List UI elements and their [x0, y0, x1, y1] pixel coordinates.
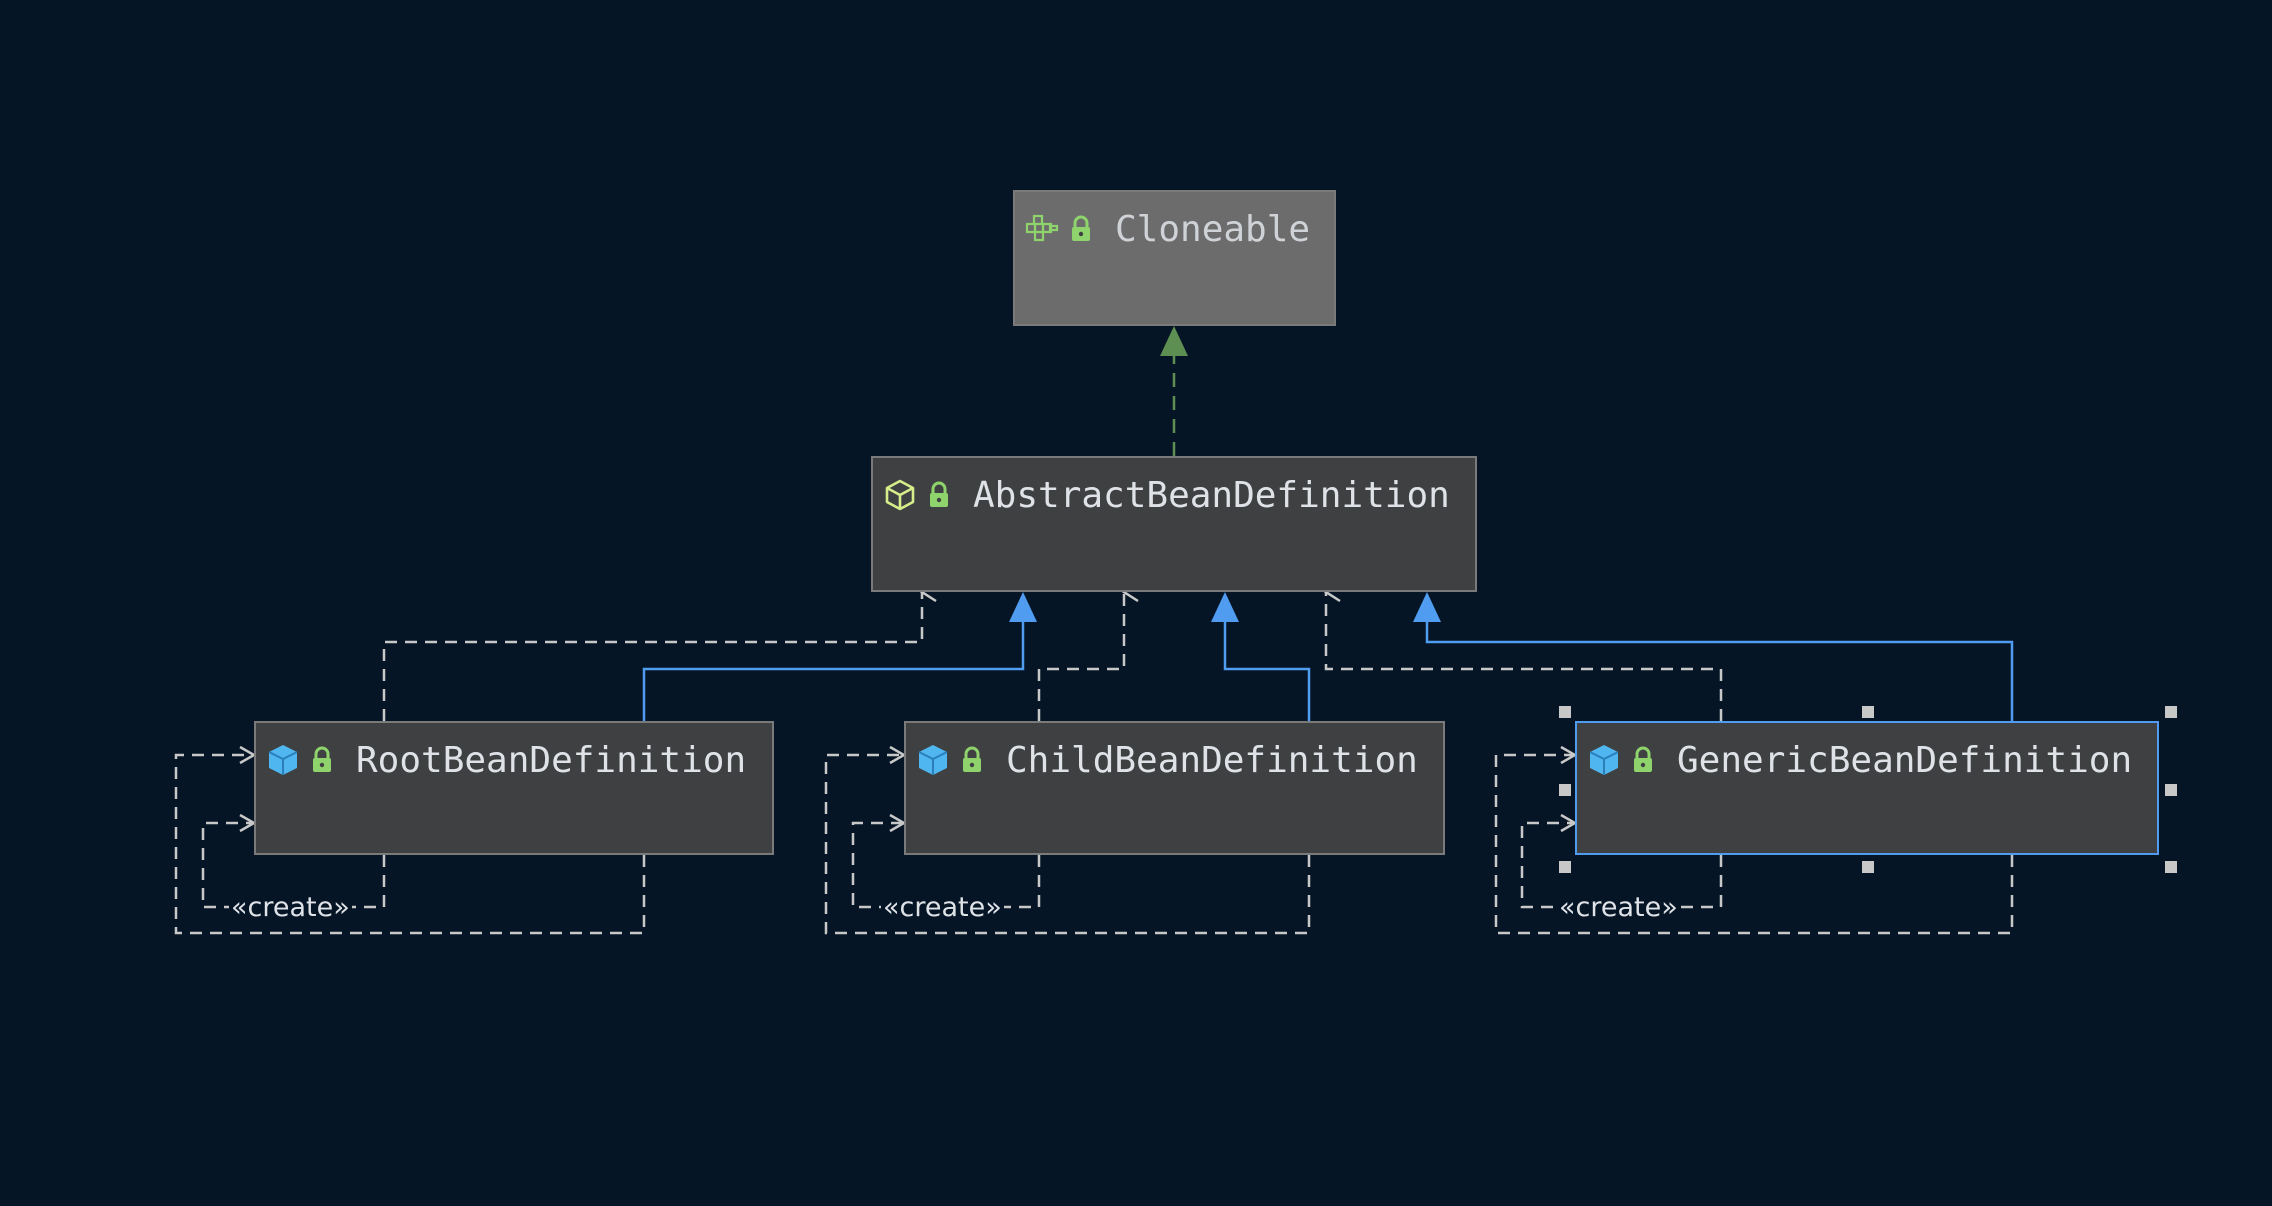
lock-icon — [310, 745, 334, 775]
resize-handle-bottom[interactable] — [1862, 861, 1874, 873]
lock-icon — [1631, 745, 1655, 775]
self-dependency-generic-create[interactable] — [1520, 823, 1723, 909]
resize-handle-top-left[interactable] — [1559, 706, 1571, 718]
node-cloneable[interactable]: Cloneable — [1013, 190, 1336, 326]
inheritance-root-to-abstract[interactable] — [642, 592, 1037, 721]
interface-icon — [1025, 212, 1059, 246]
realization-abstract-to-cloneable[interactable] — [1160, 326, 1188, 456]
node-header: Cloneable — [1015, 192, 1334, 266]
class-icon — [1587, 743, 1621, 777]
node-root-bean-definition[interactable]: RootBeanDefinition — [254, 721, 774, 855]
self-dependency-child-outer[interactable] — [824, 755, 1311, 935]
node-abstract-bean-definition[interactable]: AbstractBeanDefinition — [871, 456, 1477, 592]
node-generic-bean-definition[interactable]: GenericBeanDefinition — [1575, 721, 2159, 855]
resize-handle-bottom-left[interactable] — [1559, 861, 1571, 873]
node-name: AbstractBeanDefinition — [973, 474, 1450, 516]
resize-handle-left[interactable] — [1559, 784, 1571, 796]
node-name: RootBeanDefinition — [356, 739, 747, 781]
dependency-child-to-abstract[interactable] — [1037, 592, 1124, 721]
dependency-generic-to-abstract[interactable] — [1326, 592, 1723, 721]
create-label-child: «create» — [881, 892, 1004, 923]
node-header: ChildBeanDefinition — [906, 723, 1443, 797]
node-header: AbstractBeanDefinition — [873, 458, 1475, 532]
self-dependency-root-outer[interactable] — [174, 755, 646, 935]
resize-handle-top[interactable] — [1862, 706, 1874, 718]
node-name: ChildBeanDefinition — [1006, 739, 1418, 781]
self-dependency-generic-outer[interactable] — [1494, 755, 2014, 935]
inheritance-child-to-abstract[interactable] — [1211, 592, 1311, 721]
abstract-class-icon — [883, 478, 917, 512]
resize-handle-bottom-right[interactable] — [2165, 861, 2177, 873]
resize-handle-right[interactable] — [2165, 784, 2177, 796]
lock-icon — [960, 745, 984, 775]
node-name: Cloneable — [1115, 208, 1311, 250]
create-label-generic: «create» — [1557, 892, 1680, 923]
class-icon — [266, 743, 300, 777]
resize-handle-top-right[interactable] — [2165, 706, 2177, 718]
dependency-root-to-abstract[interactable] — [382, 592, 922, 721]
node-header: GenericBeanDefinition — [1577, 723, 2157, 797]
node-child-bean-definition[interactable]: ChildBeanDefinition — [904, 721, 1445, 855]
lock-icon — [1069, 214, 1093, 244]
node-name: GenericBeanDefinition — [1677, 739, 2133, 781]
lock-icon — [927, 480, 951, 510]
node-header: RootBeanDefinition — [256, 723, 772, 797]
class-icon — [916, 743, 950, 777]
inheritance-generic-to-abstract[interactable] — [1413, 592, 2014, 721]
create-label-root: «create» — [229, 892, 352, 923]
